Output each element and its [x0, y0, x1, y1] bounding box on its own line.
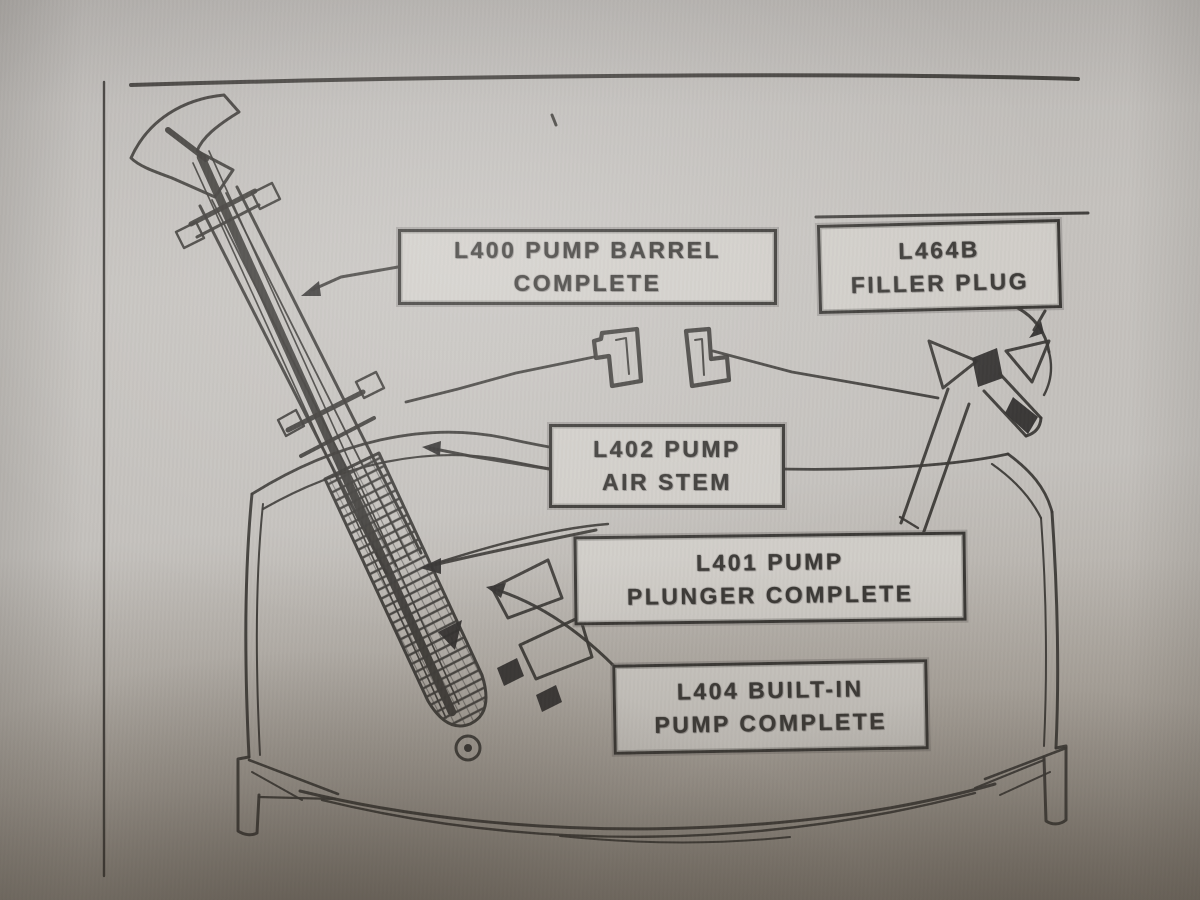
label-line: L464B — [897, 235, 981, 264]
page-border-rules — [102, 73, 1080, 878]
leader-lines — [301, 211, 1090, 668]
label-line: PUMP COMPLETE — [654, 707, 888, 739]
label-line: L404 BUILT-IN — [676, 675, 864, 705]
label-box-pump-barrel-complete: L400 PUMP BARREL COMPLETE — [398, 229, 777, 305]
filler-plug-drawing — [898, 305, 1053, 539]
air-stem-clips-drawing — [591, 326, 732, 389]
label-box-filler-plug: L464B FILLER PLUG — [816, 219, 1063, 314]
label-line: FILLER PLUG — [850, 267, 1030, 298]
label-line: L401 PUMP — [695, 547, 844, 576]
label-line: L400 PUMP BARREL — [453, 237, 722, 263]
fuel-tank-outline — [236, 430, 1068, 844]
label-box-pump-plunger-complete: L401 PUMP PLUNGER COMPLETE — [573, 531, 967, 626]
label-box-pump-air-stem: L402 PUMP AIR STEM — [549, 424, 785, 508]
label-line: L402 PUMP — [593, 436, 741, 462]
label-line: PLUNGER COMPLETE — [626, 579, 914, 610]
label-box-built-in-pump-complete: L404 BUILT-IN PUMP COMPLETE — [612, 659, 929, 755]
label-line: COMPLETE — [513, 270, 662, 296]
pump-assembly-drawing — [129, 93, 594, 762]
label-line: AIR STEM — [602, 469, 732, 495]
built-in-pump-cylinder-drawing — [323, 451, 594, 762]
